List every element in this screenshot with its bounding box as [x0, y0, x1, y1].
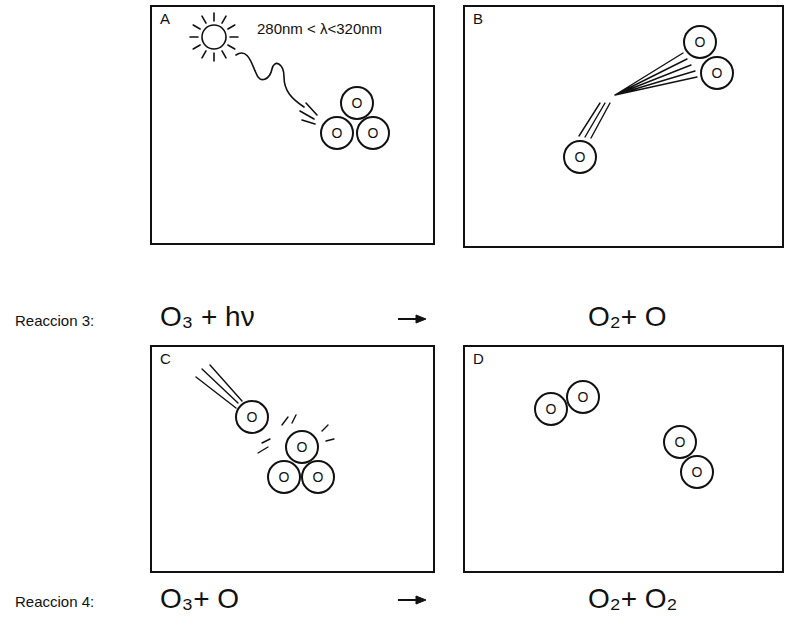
atom-symbol: O: [675, 435, 686, 449]
oxygen-atom: O: [566, 380, 600, 414]
panel-letter: A: [160, 11, 170, 28]
panel-box: A 280nm < λ<320nmO O O: [150, 5, 435, 245]
panel-letter: D: [473, 351, 484, 368]
reaction-arrows: [398, 315, 426, 604]
motion-lines-o2: [615, 53, 697, 95]
atom-symbol: O: [313, 470, 324, 484]
panel-box: B O O O: [463, 5, 784, 248]
panel-box: D O O O O: [463, 345, 784, 573]
oxygen-atom: O: [680, 455, 714, 489]
atom-symbol: O: [695, 35, 706, 49]
arrow-head: [416, 596, 426, 604]
oxygen-atom: O: [340, 86, 374, 120]
arrow-head: [416, 315, 426, 323]
oxygen-atom: O: [700, 56, 734, 90]
reaction-arrow: [398, 318, 416, 320]
oxygen-atom: O: [534, 392, 568, 426]
atom-symbol: O: [575, 150, 586, 164]
atom-symbol: O: [692, 465, 703, 479]
sun-rays: [190, 13, 238, 61]
oxygen-atom: O: [285, 430, 319, 464]
atom-symbol: O: [578, 390, 589, 404]
atom-symbol: O: [712, 66, 723, 80]
oxygen-atom: O: [356, 116, 390, 150]
reaction-formula: O₃+ O: [160, 584, 239, 615]
reaction-formula: O₂+ O₂: [588, 584, 677, 615]
reaction-arrow: [398, 599, 416, 601]
oxygen-atom: O: [683, 25, 717, 59]
atom-symbol: O: [279, 470, 290, 484]
oxygen-atom: O: [235, 400, 269, 434]
reaction-formula: O₃ + hν: [160, 302, 255, 333]
impact-lines: [300, 103, 317, 124]
atom-symbol: O: [297, 440, 308, 454]
oxygen-atom: O: [320, 116, 354, 150]
sun: [202, 25, 226, 49]
wavelength-range: 280nm < λ<320nm: [257, 21, 382, 38]
panel-box: C O O O O: [150, 345, 435, 573]
oxygen-atom: O: [301, 460, 335, 494]
motion-lines-o: [579, 103, 610, 138]
atom-symbol: O: [247, 410, 258, 424]
reaction-name: Reaccion 3:: [15, 313, 94, 330]
oxygen-atom: O: [267, 460, 301, 494]
atom-symbol: O: [368, 126, 379, 140]
atom-symbol: O: [352, 96, 363, 110]
oxygen-atom: O: [563, 140, 597, 174]
oxygen-atom: O: [663, 425, 697, 459]
atom-symbol: O: [546, 402, 557, 416]
motion-lines: [579, 53, 697, 138]
motion-lines-o: [196, 365, 242, 408]
reaction-formula: O₂+ O: [588, 302, 667, 333]
panel-letter: B: [473, 11, 483, 28]
light-wave: [236, 53, 304, 107]
atom-symbol: O: [332, 126, 343, 140]
reaction-name: Reaccion 4:: [15, 594, 94, 611]
panel-letter: C: [160, 351, 171, 368]
